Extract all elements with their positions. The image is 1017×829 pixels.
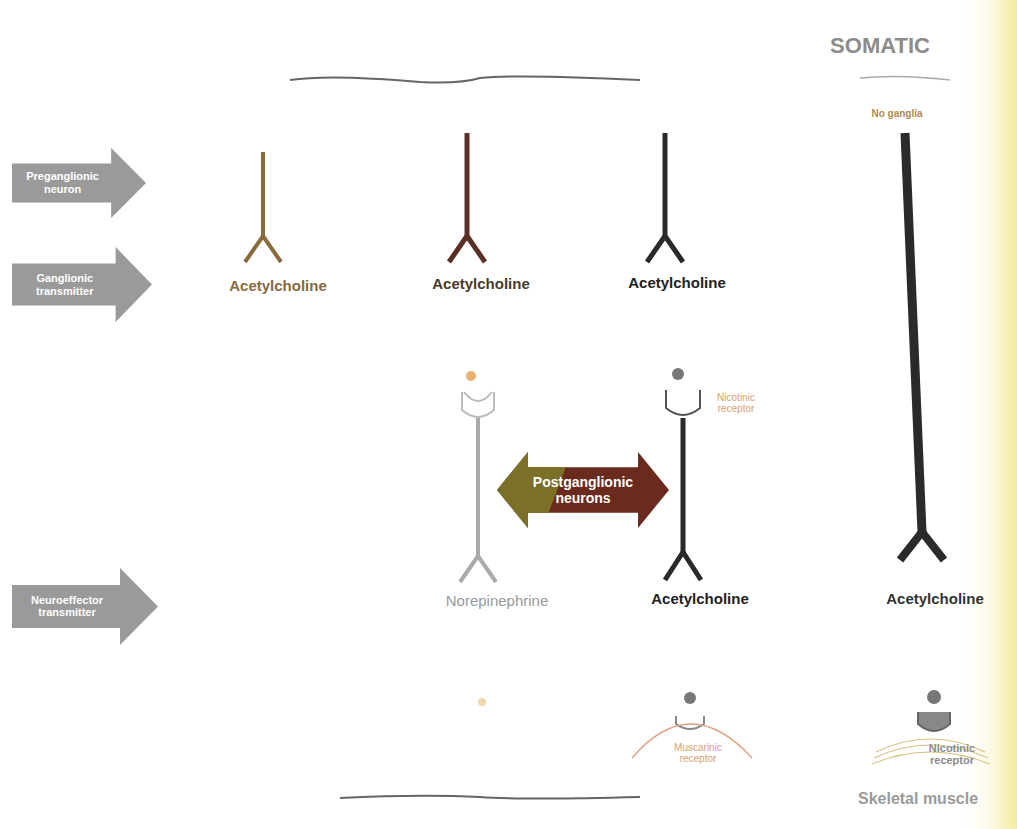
receptor-label: Nicotinic receptor bbox=[710, 392, 762, 414]
effector-label: Skeletal muscle bbox=[858, 790, 978, 808]
receptor-label: Nicotinic receptor bbox=[922, 742, 982, 766]
transmitter-label: Acetylcholine bbox=[651, 590, 749, 607]
note-text: No ganglia bbox=[871, 108, 922, 119]
transmitter-label: Acetylcholine bbox=[886, 590, 984, 607]
node-label: Preganglionic neuron bbox=[16, 170, 109, 195]
transmitter-label: Norepinephrine bbox=[446, 592, 549, 609]
node-label: Postganglionic neurons bbox=[528, 474, 638, 506]
receptor-label: Muscarinic receptor bbox=[663, 742, 733, 764]
transmitter-label: Acetylcholine bbox=[628, 274, 726, 291]
node-label: Ganglionic transmitter bbox=[16, 272, 114, 297]
transmitter-label: Acetylcholine bbox=[432, 275, 530, 292]
division-title: SOMATIC bbox=[830, 33, 930, 59]
node-label: Neuroeffector transmitter bbox=[16, 594, 118, 619]
double-arrow: Postganglionic neurons bbox=[497, 452, 669, 528]
row-arrow: Neuroeffector transmitter bbox=[12, 568, 158, 645]
row-arrow: Preganglionic neuron bbox=[12, 148, 146, 218]
transmitter-label: Acetylcholine bbox=[229, 277, 327, 294]
row-arrow: Ganglionic transmitter bbox=[12, 247, 152, 322]
